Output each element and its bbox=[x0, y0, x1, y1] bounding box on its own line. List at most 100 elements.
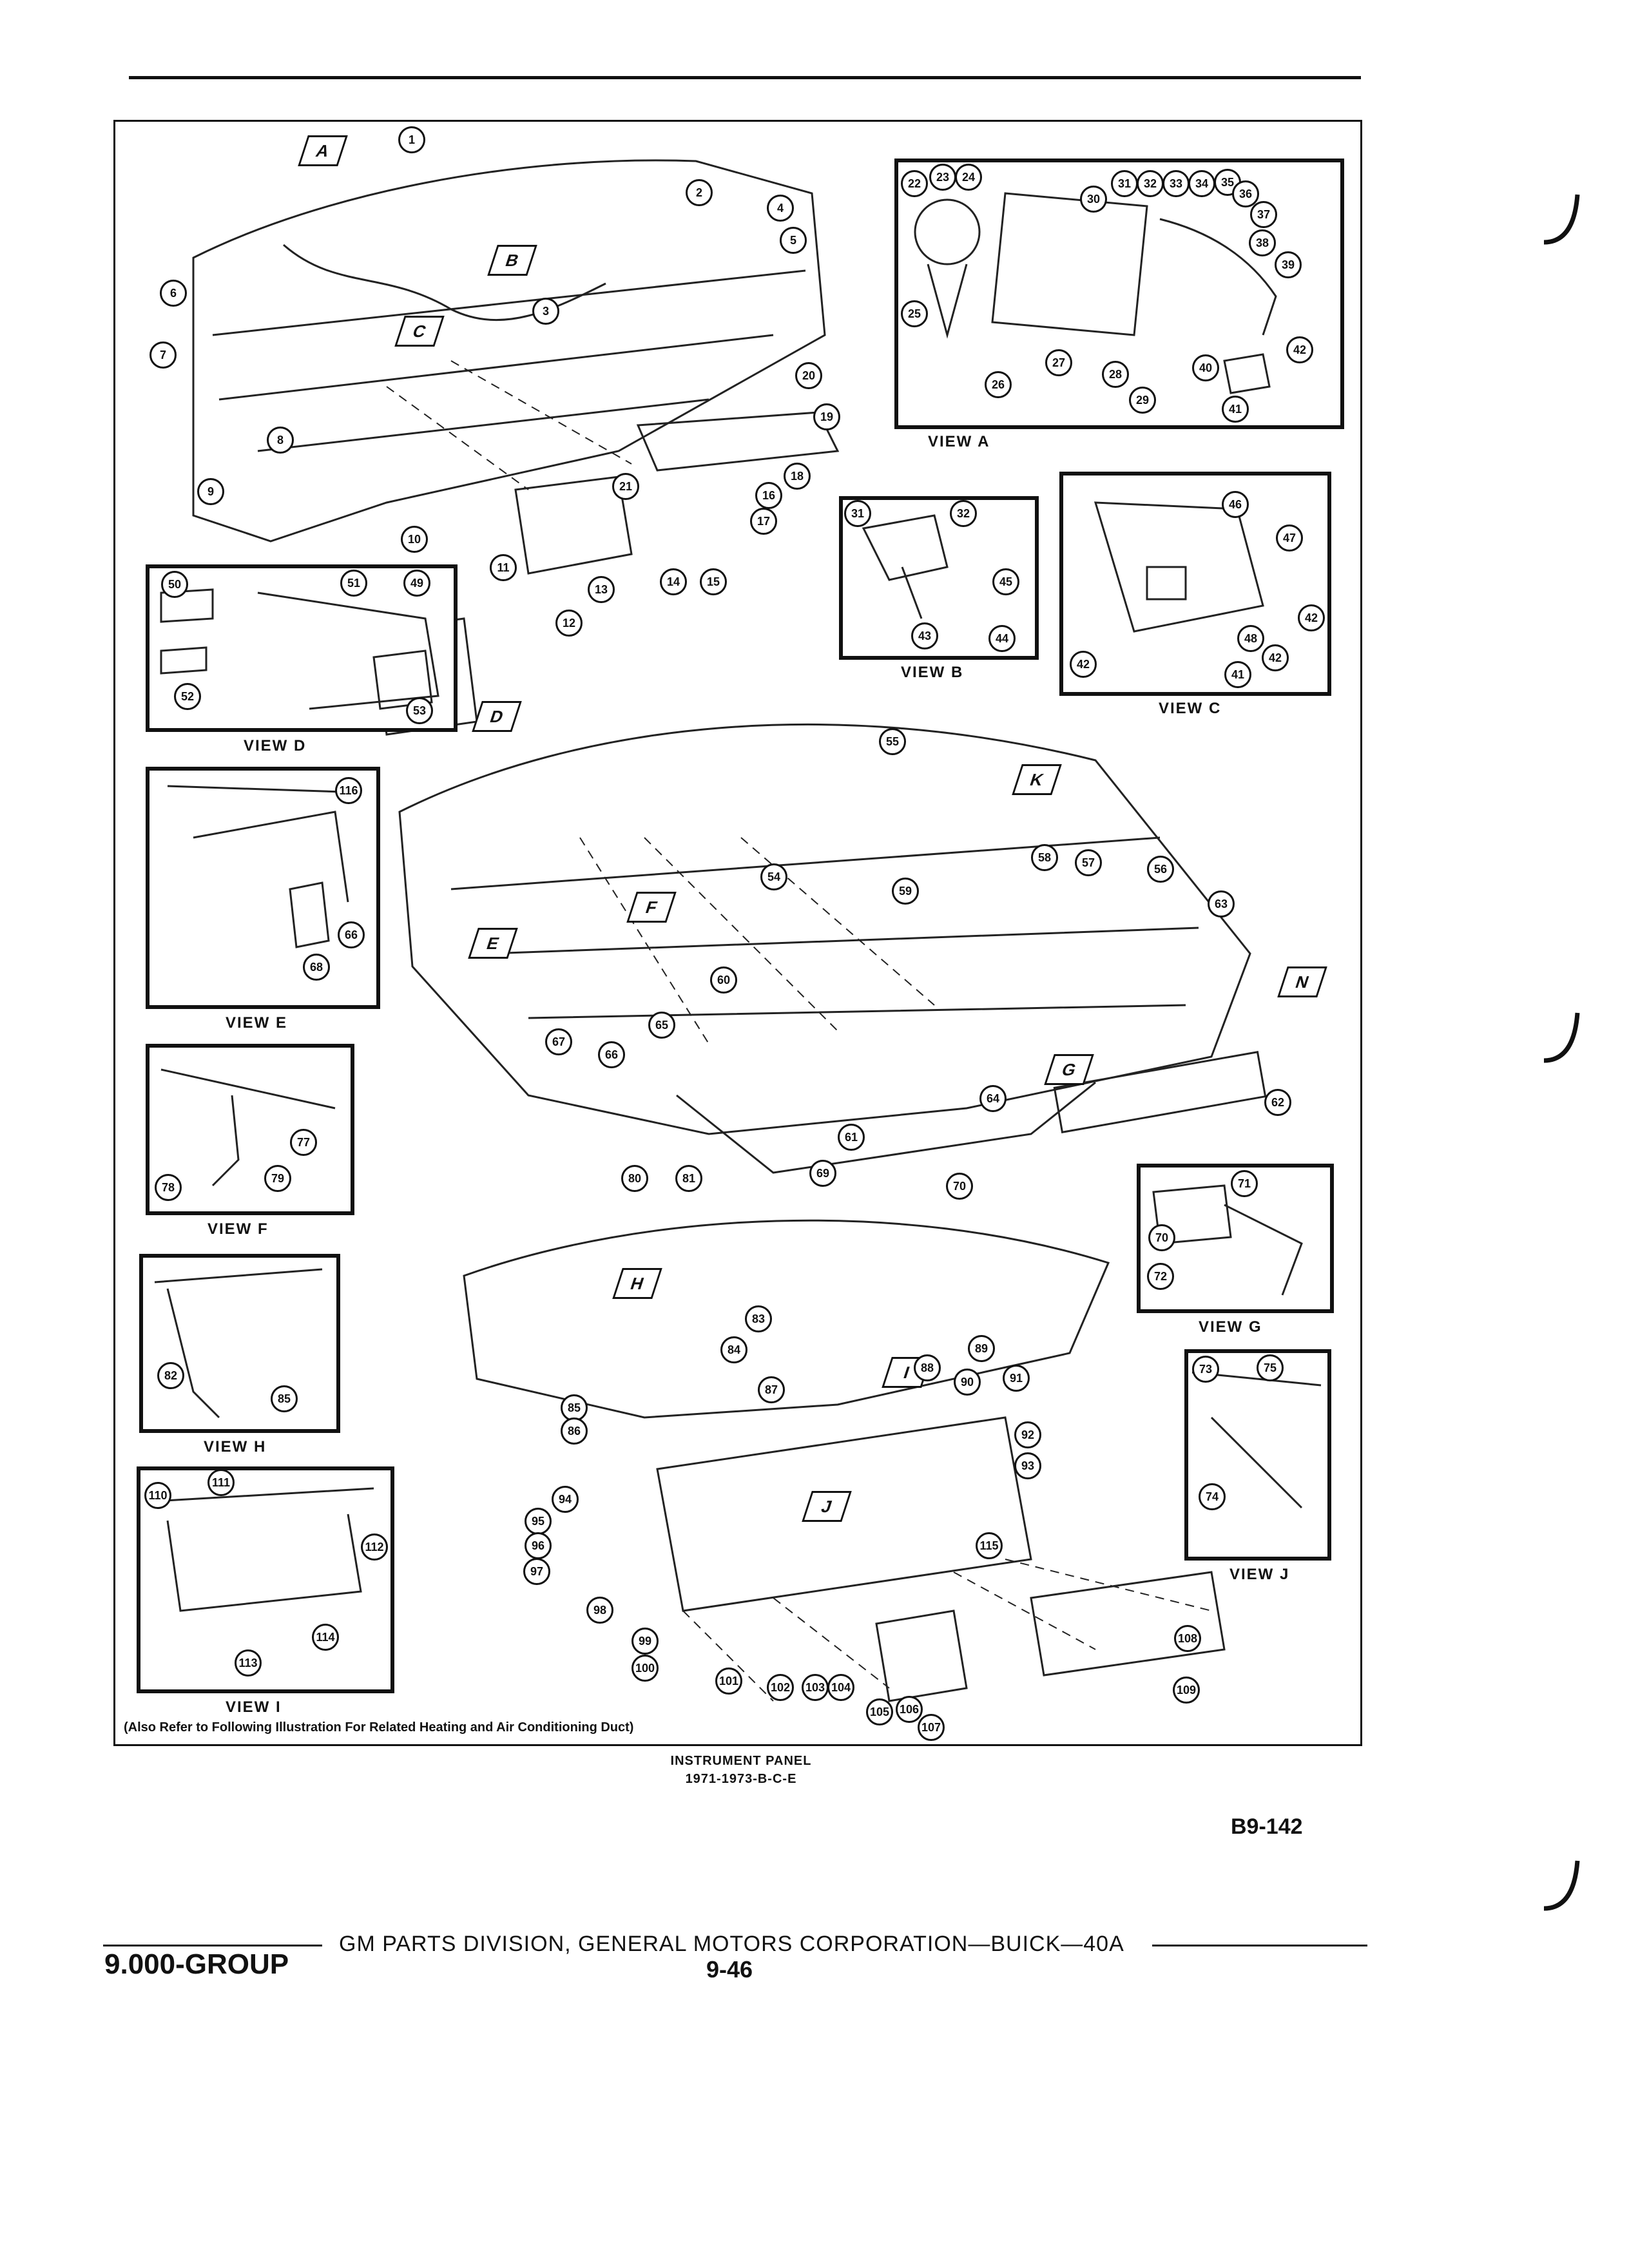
middle-panel-lower bbox=[676, 1081, 1096, 1174]
callout: 94 bbox=[552, 1486, 579, 1513]
view-i-label: VIEW I bbox=[226, 1698, 282, 1716]
view-i-note: (Also Refer to Following Illustration Fo… bbox=[124, 1720, 634, 1735]
callout: 12 bbox=[555, 610, 583, 637]
callout: 70 bbox=[1148, 1224, 1175, 1251]
callout: 6 bbox=[160, 280, 187, 307]
view-g-label: VIEW G bbox=[1199, 1318, 1262, 1336]
callout: 42 bbox=[1286, 336, 1313, 363]
callout: 15 bbox=[700, 568, 727, 595]
callout: 96 bbox=[525, 1532, 552, 1559]
callout: 41 bbox=[1224, 661, 1251, 688]
binding-mark-3 bbox=[1543, 1860, 1580, 1911]
callout: 24 bbox=[955, 164, 982, 191]
callout: 103 bbox=[802, 1674, 829, 1701]
cluster-housing bbox=[656, 1416, 1032, 1612]
callout: 27 bbox=[1045, 349, 1072, 376]
callout: 66 bbox=[338, 921, 365, 948]
callout: 116 bbox=[335, 777, 362, 804]
callout: 65 bbox=[648, 1012, 675, 1039]
callout: 38 bbox=[1249, 229, 1276, 256]
callout: 59 bbox=[892, 878, 919, 905]
callout: 101 bbox=[715, 1667, 742, 1695]
callout: 79 bbox=[264, 1165, 291, 1192]
callout: 42 bbox=[1070, 651, 1097, 678]
binding-mark-2 bbox=[1543, 1012, 1580, 1063]
callout: 49 bbox=[403, 570, 430, 597]
callout: 99 bbox=[631, 1628, 659, 1655]
callout: 22 bbox=[901, 170, 928, 197]
callout: 1 bbox=[398, 126, 425, 153]
footer-page-number: 9-46 bbox=[706, 1956, 753, 1983]
caption-years: 1971-1973-B-C-E bbox=[685, 1772, 797, 1786]
callout: 37 bbox=[1250, 201, 1277, 228]
middle-panel-pad bbox=[398, 723, 1251, 1135]
view-a-label: VIEW A bbox=[928, 433, 990, 450]
callout: 62 bbox=[1264, 1089, 1291, 1116]
view-h-box bbox=[139, 1254, 340, 1433]
callout: 10 bbox=[401, 526, 428, 553]
callout: 14 bbox=[660, 568, 687, 595]
callout: 39 bbox=[1275, 251, 1302, 278]
glovebox-bin bbox=[514, 476, 633, 575]
callout: 11 bbox=[490, 554, 517, 581]
callout: 108 bbox=[1174, 1625, 1201, 1652]
callout: 61 bbox=[838, 1124, 865, 1151]
callout: 7 bbox=[149, 341, 177, 369]
footer-rule-right bbox=[1152, 1945, 1367, 1946]
callout: 21 bbox=[612, 473, 639, 500]
top-rule bbox=[129, 76, 1361, 79]
callout: 67 bbox=[545, 1028, 572, 1055]
callout: 18 bbox=[784, 463, 811, 490]
callout: 60 bbox=[710, 966, 737, 994]
callout: 63 bbox=[1208, 890, 1235, 918]
callout: 83 bbox=[745, 1305, 772, 1332]
callout: 25 bbox=[901, 300, 928, 327]
view-e-label: VIEW E bbox=[226, 1014, 288, 1032]
view-c-label: VIEW C bbox=[1159, 700, 1222, 717]
figure-frame bbox=[113, 120, 1362, 1746]
view-j-box bbox=[1184, 1349, 1331, 1561]
callout: 2 bbox=[686, 179, 713, 206]
binding-mark-1 bbox=[1543, 194, 1580, 245]
callout: 109 bbox=[1173, 1677, 1200, 1704]
callout: 54 bbox=[760, 863, 787, 890]
callout: 86 bbox=[561, 1418, 588, 1445]
callout: 36 bbox=[1232, 180, 1259, 207]
callout: 114 bbox=[312, 1624, 339, 1651]
callout: 55 bbox=[879, 728, 906, 755]
callout: 72 bbox=[1147, 1263, 1174, 1290]
callout: 4 bbox=[767, 195, 794, 222]
callout: 112 bbox=[361, 1533, 388, 1561]
callout: 58 bbox=[1031, 844, 1058, 871]
callout: 85 bbox=[561, 1394, 588, 1421]
callout: 43 bbox=[911, 622, 938, 649]
callout: 78 bbox=[155, 1174, 182, 1201]
callout: 33 bbox=[1162, 170, 1190, 197]
callout: 45 bbox=[992, 568, 1019, 595]
callout: 105 bbox=[866, 1698, 893, 1725]
view-e-box bbox=[146, 767, 380, 1009]
callout: 9 bbox=[197, 478, 224, 505]
callout: 31 bbox=[1111, 170, 1138, 197]
callout: 98 bbox=[586, 1597, 613, 1624]
callout: 92 bbox=[1014, 1421, 1041, 1448]
callout: 107 bbox=[918, 1714, 945, 1741]
view-f-label: VIEW F bbox=[207, 1220, 269, 1238]
callout: 110 bbox=[144, 1482, 171, 1509]
callout: 8 bbox=[267, 427, 294, 454]
footer-corporation: GM PARTS DIVISION, GENERAL MOTORS CORPOR… bbox=[339, 1932, 1124, 1956]
callout: 51 bbox=[340, 570, 367, 597]
callout: 29 bbox=[1129, 387, 1156, 414]
caption-title: INSTRUMENT PANEL bbox=[670, 1754, 812, 1768]
callout: 69 bbox=[809, 1160, 836, 1187]
view-i-box bbox=[137, 1466, 394, 1693]
callout: 66 bbox=[598, 1041, 625, 1068]
callout: 44 bbox=[988, 625, 1016, 652]
callout: 111 bbox=[207, 1469, 235, 1496]
callout: 32 bbox=[950, 500, 977, 527]
view-b-label: VIEW B bbox=[901, 664, 964, 681]
callout: 26 bbox=[985, 371, 1012, 398]
callout: 40 bbox=[1192, 354, 1219, 381]
callout: 41 bbox=[1222, 396, 1249, 423]
